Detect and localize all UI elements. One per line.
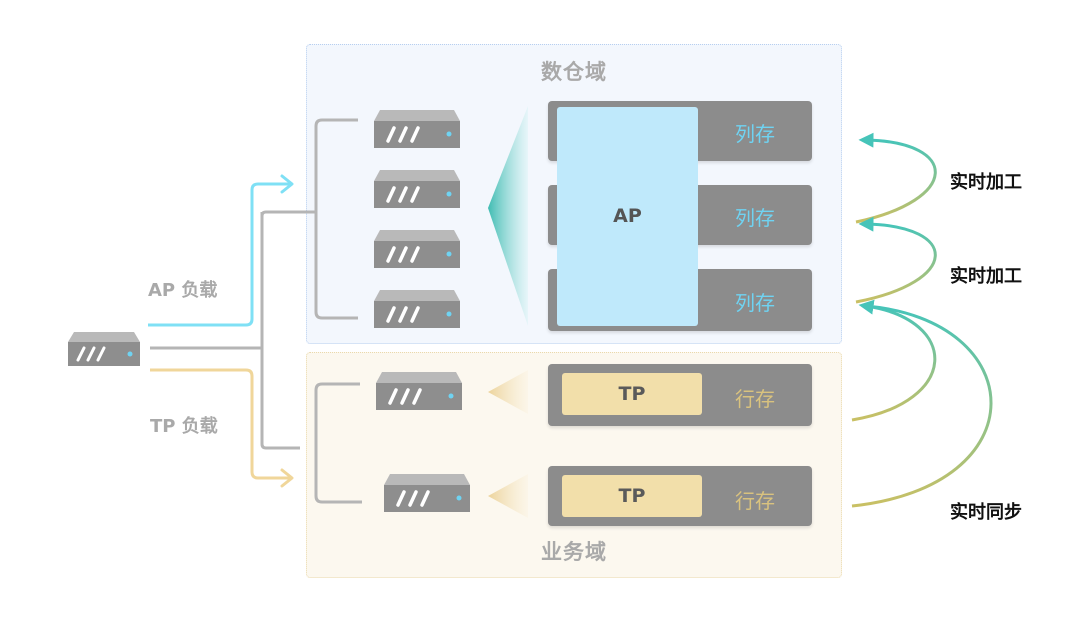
tp-engine-box-1: TP [562, 373, 702, 415]
ap-server-2 [374, 170, 460, 212]
ap-funnel [488, 106, 528, 326]
ap-bracket [314, 118, 358, 320]
row-store-label-1: 行存 [735, 387, 775, 411]
ap-load-arrow [280, 174, 294, 194]
sync-curve-3 [851, 299, 937, 422]
ap-engine-label: AP [613, 205, 642, 227]
realtime-process-label-1: 实时加工 [950, 172, 1022, 193]
realtime-sync-label: 实时同步 [950, 502, 1022, 523]
data-warehouse-zone-title: 数仓域 [541, 60, 607, 84]
ap-server-3 [374, 230, 460, 272]
column-store-label-2: 列存 [735, 206, 775, 230]
sync-curve-4 [851, 304, 993, 508]
sync-curve-1 [855, 132, 937, 224]
sync-curve-2 [855, 216, 937, 304]
trunk-bus [260, 212, 300, 450]
column-store-label-3: 列存 [735, 291, 775, 315]
tp-funnel-1 [488, 370, 528, 414]
business-zone-title: 业务域 [541, 540, 607, 564]
ap-server-4 [374, 290, 460, 332]
row-store-label-2: 行存 [735, 489, 775, 513]
tp-load-arrow [280, 468, 294, 488]
tp-funnel-2 [488, 474, 528, 518]
tp-server-1 [376, 372, 462, 414]
tp-load-label: TP 负载 [150, 416, 218, 437]
tp-bracket [314, 382, 362, 504]
client-server [68, 332, 140, 370]
ap-engine-box: AP [557, 107, 698, 326]
tp-engine-box-2: TP [562, 475, 702, 517]
realtime-process-label-2: 实时加工 [950, 266, 1022, 287]
tp-server-2 [384, 474, 470, 516]
tp-load-path [150, 368, 290, 480]
trunk-top [260, 210, 316, 217]
ap-load-path [148, 182, 290, 327]
ap-load-label: AP 负载 [148, 280, 218, 301]
column-store-label-1: 列存 [735, 122, 775, 146]
ap-server-1 [374, 110, 460, 152]
